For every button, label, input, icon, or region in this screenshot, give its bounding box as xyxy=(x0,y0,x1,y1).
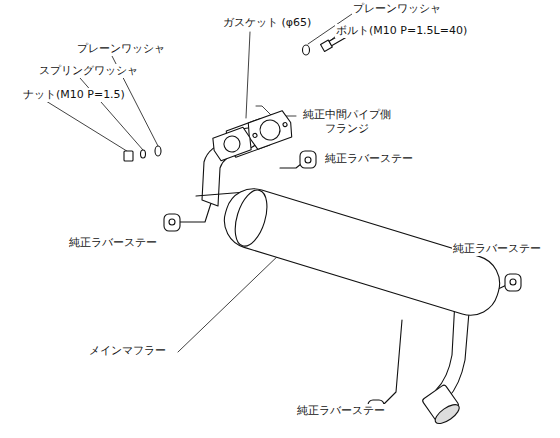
spring-washer xyxy=(141,150,146,158)
part-label: メインマフラー xyxy=(88,344,167,358)
part-label: ボルト(M10 P=1.5L=40) xyxy=(335,24,468,38)
part-label: 純正中間パイプ側 フランジ xyxy=(298,108,396,136)
flange xyxy=(245,109,296,150)
part-label: スプリングワッシャ xyxy=(38,64,139,78)
part-label: 純正ラバーステー xyxy=(324,152,414,166)
part-label: ガスケット (φ65) xyxy=(222,16,312,30)
part-label: 純正ラバーステー xyxy=(68,236,158,250)
part-label: プレーンワッシャ xyxy=(76,42,166,56)
part-label: 純正ラバーステー xyxy=(296,404,386,418)
part-label: ナット(M10 P=1.5) xyxy=(22,88,126,102)
nut xyxy=(124,151,133,161)
part-label: 純正ラバーステー xyxy=(452,242,542,256)
flange xyxy=(210,126,254,162)
rubber-stay xyxy=(164,151,521,417)
plain-washer xyxy=(155,146,161,156)
part-label: プレーンワッシャ xyxy=(352,2,442,16)
plain-washer xyxy=(303,45,310,55)
tail-pipe xyxy=(421,300,470,427)
hanger-rods xyxy=(178,160,513,408)
